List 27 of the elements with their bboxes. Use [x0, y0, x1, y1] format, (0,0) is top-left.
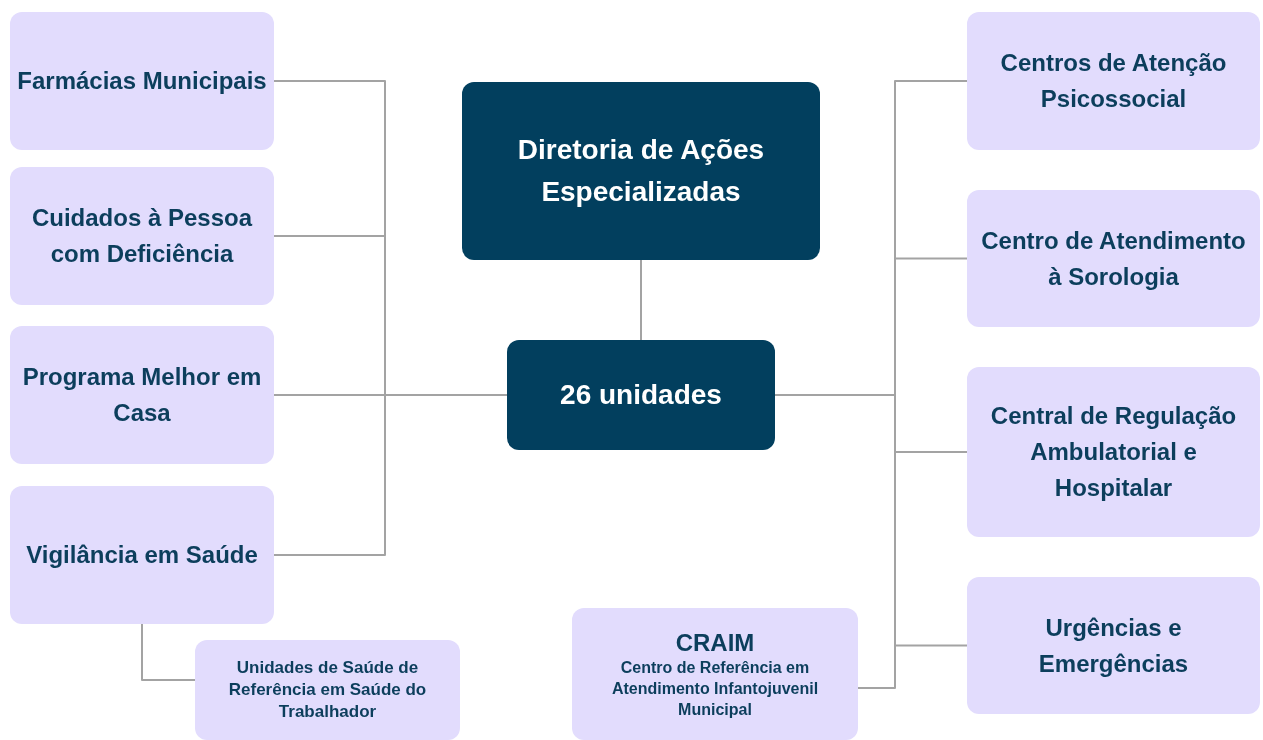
header-box — [507, 340, 775, 450]
connector-line — [141, 623, 196, 681]
box-title: Programa Melhor em Casa — [21, 362, 263, 428]
box-title: Centro de Atendimento à Sorologia — [980, 225, 1247, 292]
unit-box — [967, 577, 1260, 714]
unit-box — [10, 326, 274, 464]
box-title: Diretoria de Ações Especializadas — [516, 133, 766, 209]
unit-box — [967, 12, 1260, 150]
unit-box — [10, 486, 274, 624]
box-title: Urgências e Emergências — [1037, 612, 1190, 679]
box-title: Cuidados à Pessoa com Deficiência — [30, 203, 254, 269]
unit-box — [10, 12, 274, 150]
unit-box — [195, 640, 460, 740]
box-title: Farmácias Municipais — [17, 66, 267, 96]
box-title: Central de Regulação Ambulatorial e Hospitalar — [989, 401, 1238, 503]
unit-box — [967, 190, 1260, 327]
box-title: CRAIM — [675, 628, 755, 659]
box-subtitle: Centro de Referência em Atendimento Infantojuvenil Municipal — [610, 658, 820, 720]
unit-box — [572, 608, 858, 740]
box-title: 26 unidades — [560, 378, 722, 412]
box-title: Vigilância em Saúde — [26, 540, 258, 570]
box-title: Centros de Atenção Psicossocial — [999, 48, 1228, 114]
box-title: Unidades de Saúde de Referência em Saúde do Trabalhador — [227, 656, 428, 724]
unit-box — [10, 167, 274, 305]
unit-box — [967, 367, 1260, 537]
connector-line — [640, 259, 642, 341]
header-box — [462, 82, 820, 260]
